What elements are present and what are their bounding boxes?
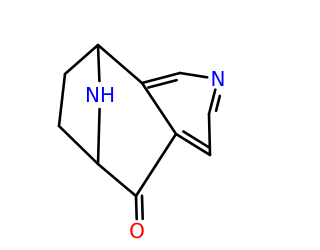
bond-c6-c7-second-line [182,130,211,149]
bond-c5-c6 [134,132,178,198]
bond-c5-o_keto [134,194,138,221]
molecule-svg: NH O N [57,43,225,243]
bond-layer [57,43,222,221]
bond-c9-c10-second-line [147,78,178,89]
bond-c6-c7 [174,132,212,157]
bond-c3-c4 [57,124,100,166]
bond-c8-n_pyr-second-line [214,94,222,112]
atom-label-n_pyr: N [211,67,226,91]
bond-c7-c8 [207,112,212,157]
atom-label-layer: NH O N [85,67,225,243]
atom-label-n_amine: NH [85,83,115,107]
bond-c10-c6 [140,81,178,136]
bond-c2-c3 [57,72,67,128]
bond-c4-c5 [96,162,138,198]
atom-label-o_keto: O [129,219,145,243]
bond-c1-c2 [63,43,100,76]
bond-c5-o_keto-second-line [140,194,144,221]
bond-c4-n_amine [96,107,101,166]
bond-c8-n_pyr [207,88,217,116]
structure-diagram: NH O N [57,43,225,243]
bond-c9-c10 [140,71,182,85]
bond-n_pyr-c9 [178,71,209,79]
bond-c10-c1 [96,43,144,85]
bond-c1-n_amine [96,43,101,83]
